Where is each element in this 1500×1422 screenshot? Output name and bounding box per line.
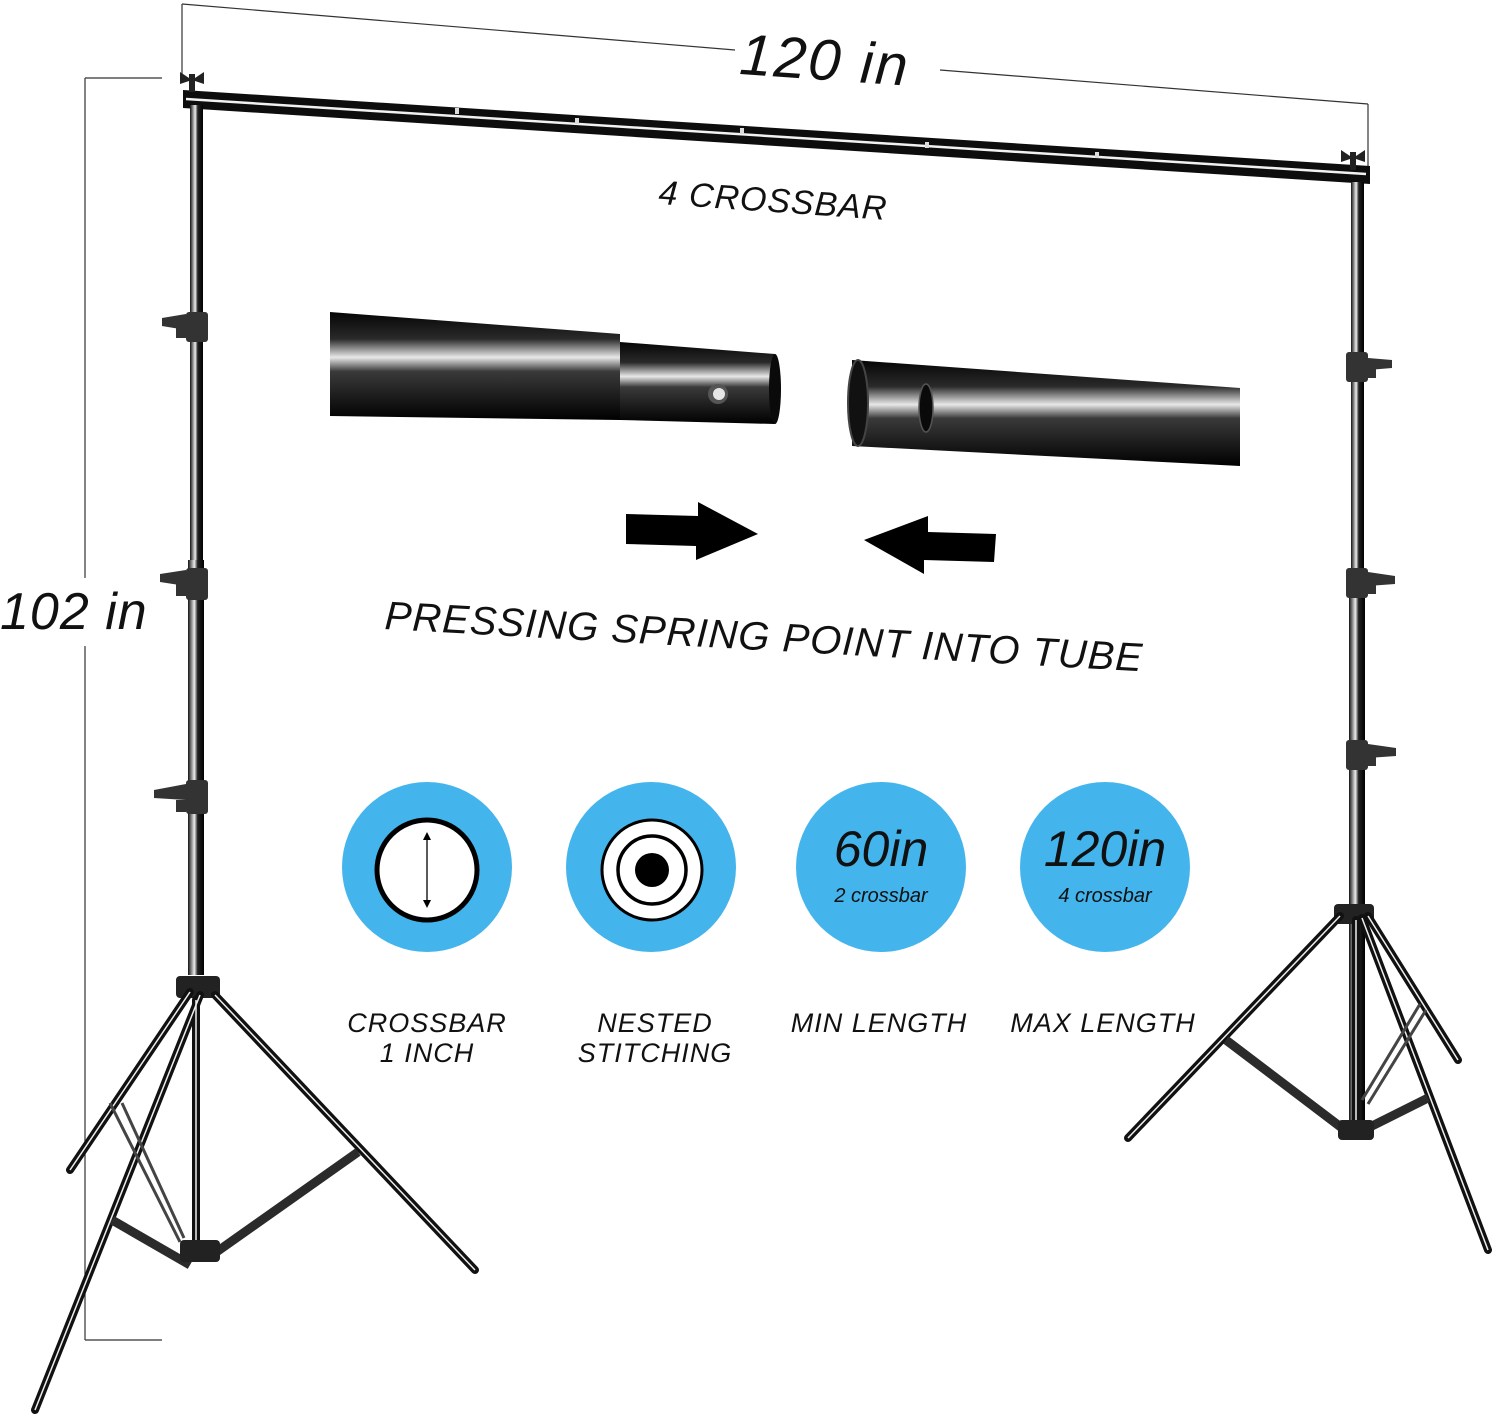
wing-nut-left: [180, 72, 204, 92]
arrow-left-icon: [864, 516, 996, 574]
right-clamp-1: [1346, 352, 1392, 382]
wing-nut-right: [1341, 150, 1365, 170]
tube-cross-section-icon: [374, 817, 480, 923]
caption-line: MAX LENGTH: [1010, 1008, 1196, 1038]
caption-line: STITCHING: [577, 1038, 733, 1068]
width-dimension-line: [181, 3, 1369, 168]
left-clamp-3: [154, 780, 208, 814]
height-dimension-label: 102 in: [0, 583, 148, 641]
left-clamp-1: [162, 312, 208, 342]
caption-nested-stitching: NESTED STITCHING: [548, 1008, 762, 1068]
tube-female-end: [847, 359, 1240, 466]
crossbar: [180, 72, 1370, 184]
left-clamp-2: [160, 568, 208, 600]
nested-rings-icon: [600, 818, 704, 922]
caption-line: NESTED: [597, 1008, 713, 1038]
caption-line: 1 INCH: [379, 1038, 475, 1068]
caption-min-length: MIN LENGTH: [772, 1008, 986, 1038]
caption-crossbar-size: CROSSBAR 1 INCH: [320, 1008, 534, 1068]
min-length-crossbar-count: 2 crossbar: [834, 885, 928, 907]
caption-line: CROSSBAR: [347, 1008, 507, 1038]
right-clamp-2: [1346, 568, 1395, 598]
feature-badge-crossbar-size: [342, 782, 512, 952]
feature-badge-nested-stitching: [566, 782, 736, 952]
max-length-value: 120in: [1043, 821, 1167, 877]
max-length-crossbar-count: 4 crossbar: [1058, 885, 1152, 907]
feature-badge-min-length: 60in 2 crossbar: [796, 782, 966, 952]
caption-max-length: MAX LENGTH: [996, 1008, 1210, 1038]
height-dimension-line: [84, 77, 162, 1341]
feature-badge-max-length: 120in 4 crossbar: [1020, 782, 1190, 952]
arrow-right-icon: [626, 502, 758, 560]
min-length-value: 60in: [833, 821, 929, 877]
tube-male-end: [330, 312, 781, 424]
caption-line: MIN LENGTH: [790, 1008, 968, 1038]
spring-button-icon: [708, 384, 728, 404]
left-stand: [31, 105, 479, 1414]
width-dimension-label: 120 in: [737, 22, 912, 99]
right-stand: [1124, 182, 1492, 1254]
right-clamp-3: [1346, 740, 1396, 770]
